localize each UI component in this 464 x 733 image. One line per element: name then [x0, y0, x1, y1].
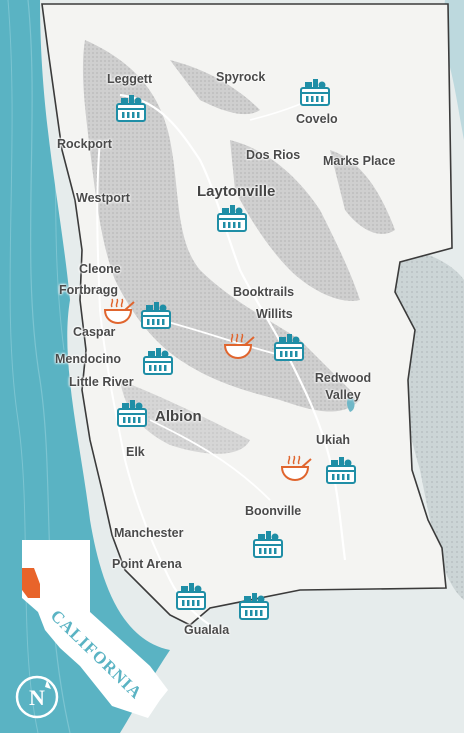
town-label-manchester: Manchester — [114, 526, 184, 540]
forest-northeast — [330, 150, 395, 234]
hot-meal-bowl-icon[interactable] — [101, 296, 135, 326]
forest-inland — [230, 140, 360, 301]
town-label-boonville: Boonville — [245, 504, 302, 518]
town-label-elk: Elk — [126, 445, 145, 459]
town-label-marks-place: Marks Place — [323, 154, 396, 168]
town-label-dos-rios: Dos Rios — [246, 148, 301, 162]
town-label-gualala: Gualala — [184, 623, 230, 637]
highway-20 — [159, 319, 281, 356]
lake — [347, 395, 355, 412]
california-inset — [22, 540, 168, 718]
forest-south — [120, 380, 250, 454]
town-label-cleone: Cleone — [79, 262, 121, 276]
compass-north-letter: N — [29, 685, 45, 710]
highway-1 — [96, 139, 211, 626]
town-label-spyrock: Spyrock — [216, 70, 266, 84]
food-basket-icon[interactable] — [251, 529, 285, 559]
food-basket-icon[interactable] — [115, 398, 149, 428]
food-basket-icon[interactable] — [237, 591, 271, 621]
town-label-mendocino: Mendocino — [55, 352, 121, 366]
food-basket-icon[interactable] — [114, 93, 148, 123]
food-basket-icon[interactable] — [174, 581, 208, 611]
highway-128 — [149, 419, 271, 501]
town-label-covelo: Covelo — [296, 112, 338, 126]
town-label-booktrails: Booktrails — [233, 285, 295, 299]
mendocino-highlight — [22, 568, 40, 598]
food-basket-icon[interactable] — [141, 346, 175, 376]
ocean-contour — [7, 0, 39, 733]
hot-meal-bowl-icon[interactable] — [278, 453, 312, 483]
food-basket-icon[interactable] — [215, 203, 249, 233]
town-label-little-river: Little River — [69, 375, 134, 389]
town-label-willits: Willits — [256, 307, 293, 321]
forest-north — [170, 60, 260, 115]
food-basket-icon[interactable] — [298, 77, 332, 107]
hot-meal-bowl-icon[interactable] — [221, 331, 255, 361]
town-label-caspar: Caspar — [73, 325, 116, 339]
town-label-fortbragg: Fortbragg — [59, 283, 119, 297]
town-label-point-arena: Point Arena — [112, 557, 182, 571]
food-basket-icon[interactable] — [272, 332, 306, 362]
town-label-laytonville: Laytonville — [197, 183, 276, 200]
food-basket-icon[interactable] — [324, 455, 358, 485]
town-label-redwood-valley: Redwood Valley — [314, 371, 372, 402]
food-basket-icon[interactable] — [139, 300, 173, 330]
town-label-ukiah: Ukiah — [316, 433, 351, 447]
town-label-albion: Albion — [155, 408, 202, 425]
town-label-westport: Westport — [76, 191, 130, 205]
california-shape — [22, 540, 168, 718]
compass-rose-icon: N — [15, 675, 59, 719]
town-label-rockport: Rockport — [57, 137, 112, 151]
town-label-leggett: Leggett — [107, 72, 153, 86]
